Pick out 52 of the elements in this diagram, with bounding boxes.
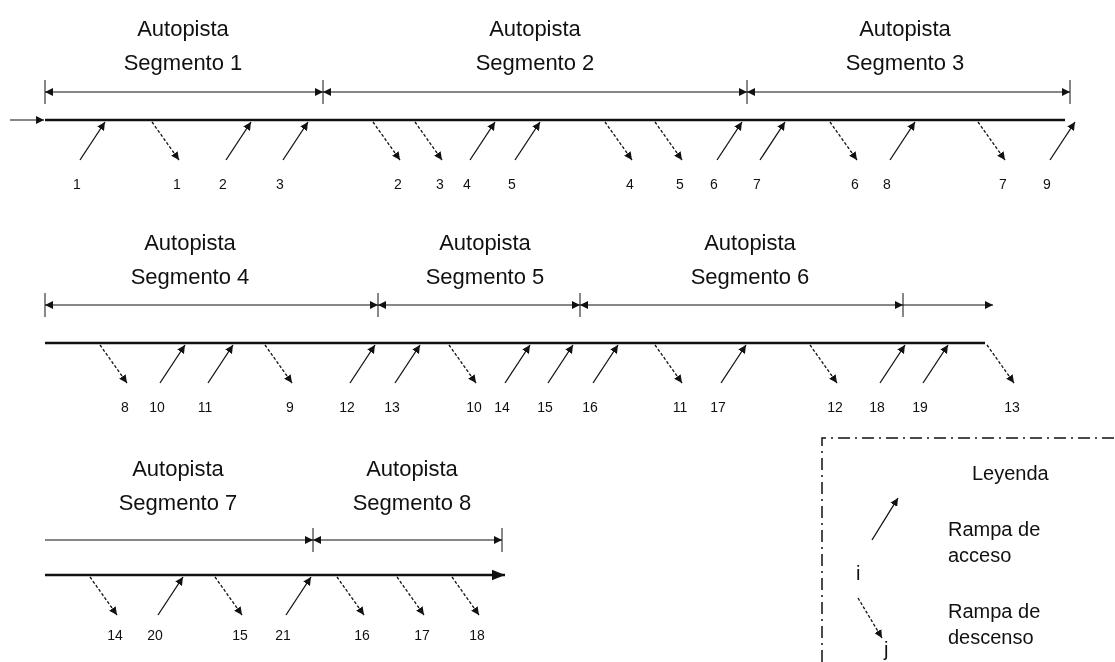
segment-title: Autopista Segmento 1 xyxy=(122,15,244,77)
ramp-number: 15 xyxy=(232,627,248,643)
ramp-number: 13 xyxy=(384,399,400,415)
ramp-number: 10 xyxy=(149,399,165,415)
ramp-number: 18 xyxy=(469,627,485,643)
ramp-number: 6 xyxy=(851,176,859,192)
ramp-number: 3 xyxy=(276,176,284,192)
ramp-number: 9 xyxy=(286,399,294,415)
ramp-number: 12 xyxy=(339,399,355,415)
ramp-number: 2 xyxy=(394,176,402,192)
ramp-number: 9 xyxy=(1043,176,1051,192)
ramp-number: 14 xyxy=(107,627,123,643)
ramp-number: 5 xyxy=(508,176,516,192)
ramp-number: 5 xyxy=(676,176,684,192)
ramp-number: 18 xyxy=(869,399,885,415)
ramp-number: 11 xyxy=(197,399,213,415)
ramp-number: 16 xyxy=(582,399,598,415)
legend-label: Rampa de acceso xyxy=(948,517,1042,568)
ramp-number: 4 xyxy=(626,176,634,192)
legend-title: Leyenda xyxy=(972,461,1049,486)
segment-title: Autopista Segmento 8 xyxy=(351,455,473,517)
segment-title: Autopista Segmento 3 xyxy=(844,15,966,77)
ramp-number: 12 xyxy=(827,399,843,415)
segment-title: Autopista Segmento 4 xyxy=(129,229,251,291)
ramp-number: 11 xyxy=(672,399,688,415)
ramp-number: 4 xyxy=(463,176,471,192)
ramp-number: 3 xyxy=(436,176,444,192)
ramp-number: 8 xyxy=(883,176,891,192)
segment-title: Autopista Segmento 5 xyxy=(424,229,546,291)
ramp-number: 8 xyxy=(121,399,129,415)
ramp-number: 15 xyxy=(537,399,553,415)
ramp-number: 20 xyxy=(147,627,163,643)
legend-variable: j xyxy=(884,637,889,662)
segment-title: Autopista Segmento 6 xyxy=(689,229,811,291)
ramp-number: 21 xyxy=(275,627,291,643)
segment-title: Autopista Segmento 2 xyxy=(474,15,596,77)
ramp-number: 19 xyxy=(912,399,928,415)
ramp-number: 2 xyxy=(219,176,227,192)
ramp-number: 16 xyxy=(354,627,370,643)
ramp-number: 17 xyxy=(414,627,430,643)
ramp-number: 14 xyxy=(494,399,510,415)
ramp-number: 6 xyxy=(710,176,718,192)
ramp-number: 7 xyxy=(999,176,1007,192)
ramp-number: 7 xyxy=(753,176,761,192)
ramp-number: 1 xyxy=(73,176,81,192)
segment-title: Autopista Segmento 7 xyxy=(117,455,239,517)
ramp-number: 17 xyxy=(710,399,726,415)
ramp-number: 13 xyxy=(1004,399,1020,415)
ramp-number: 10 xyxy=(466,399,482,415)
legend-variable: i xyxy=(856,561,861,586)
ramp-number: 1 xyxy=(173,176,181,192)
legend-label: Rampa de descenso xyxy=(948,599,1042,650)
